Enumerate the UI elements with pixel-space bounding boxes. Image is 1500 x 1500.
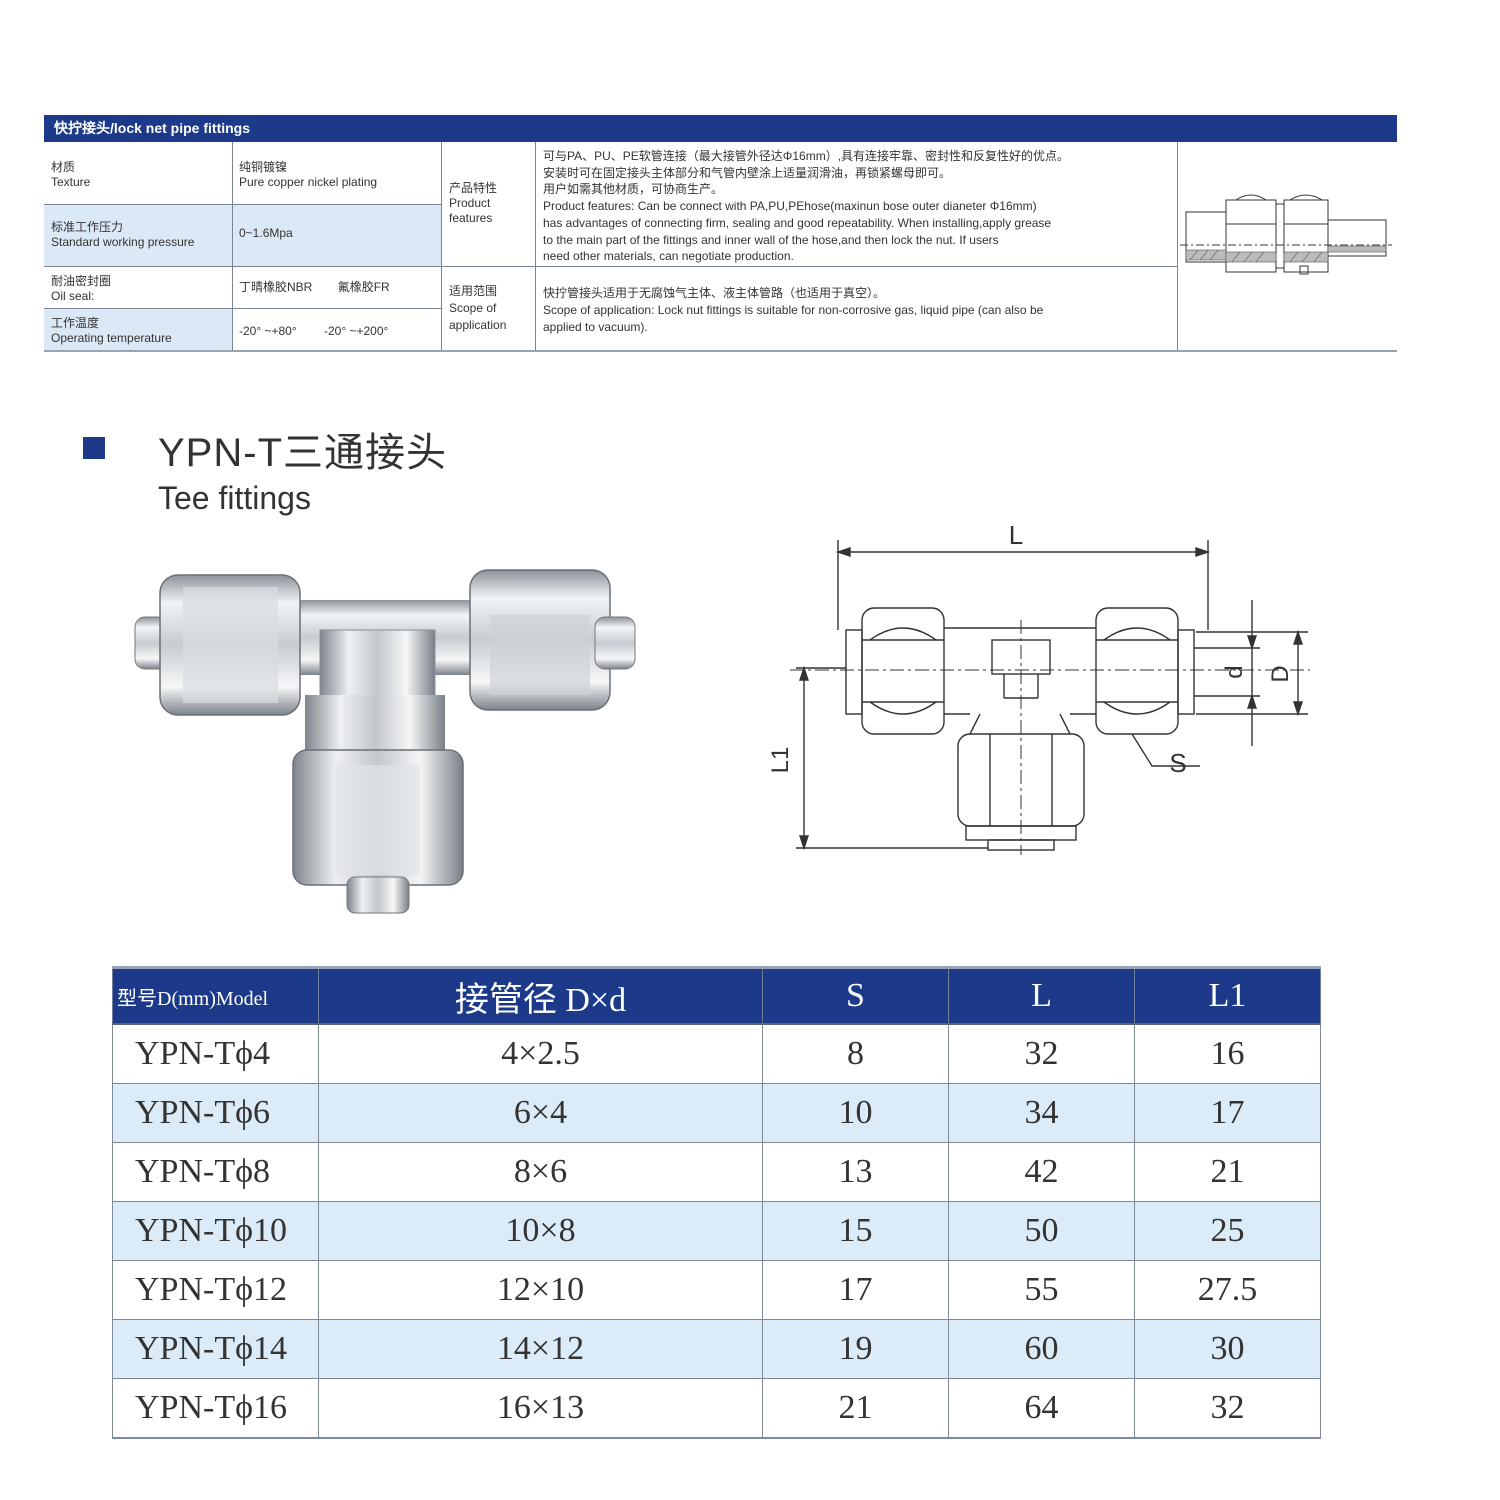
temperature-value: -20° ~+80° -20° ~+200° xyxy=(232,308,441,350)
table-header-row: 型号D(mm)Model 接管径 D×d S L L1 xyxy=(112,966,1321,1025)
table-row: YPN-Tϕ6 6×4 10 34 17 xyxy=(112,1083,1321,1143)
col-header-dxd: 接管径 D×d xyxy=(318,966,763,1025)
table-row: YPN-Tϕ12 12×10 17 55 27.5 xyxy=(112,1260,1321,1320)
pressure-label: 标准工作压力 Standard working pressure xyxy=(44,204,232,266)
dxd-cell: 14×12 xyxy=(318,1319,763,1379)
dxd-cell: 4×2.5 xyxy=(318,1023,763,1084)
spec-table: 材质 Texture 纯铜镀镍 Pure copper nickel plati… xyxy=(44,142,1397,352)
model-cell: YPN-Tϕ12 xyxy=(112,1260,319,1320)
s-cell: 10 xyxy=(762,1083,949,1143)
scope-label: 适用范围 Scope of application xyxy=(449,284,507,332)
s-cell: 19 xyxy=(762,1319,949,1379)
l-cell: 60 xyxy=(948,1319,1135,1379)
l1-cell: 16 xyxy=(1134,1023,1321,1084)
dxd-cell: 12×10 xyxy=(318,1260,763,1320)
texture-label: 材质 Texture xyxy=(44,142,232,204)
l1-cell: 27.5 xyxy=(1134,1260,1321,1320)
tee-fitting-photo xyxy=(134,569,636,914)
oil-seal-value: 丁晴橡胶NBR 氟橡胶FR xyxy=(232,266,441,308)
dxd-cell: 6×4 xyxy=(318,1083,763,1143)
table-row: YPN-Tϕ14 14×12 19 60 30 xyxy=(112,1319,1321,1379)
l1-cell: 17 xyxy=(1134,1083,1321,1143)
pressure-value: 0~1.6Mpa xyxy=(232,204,441,266)
col-header-model: 型号D(mm)Model xyxy=(112,966,319,1025)
model-cell: YPN-Tϕ10 xyxy=(112,1201,319,1261)
model-cell: YPN-Tϕ4 xyxy=(112,1023,319,1084)
l-cell: 42 xyxy=(948,1142,1135,1202)
s-cell: 17 xyxy=(762,1260,949,1320)
page-title: YPN-T三通接头 xyxy=(158,431,447,475)
model-cell: YPN-Tϕ6 xyxy=(112,1083,319,1143)
spec-data-table: 型号D(mm)Model 接管径 D×d S L L1 YPN-Tϕ4 4×2.… xyxy=(112,966,1321,1439)
l1-cell: 32 xyxy=(1134,1378,1321,1439)
table-row: YPN-Tϕ10 10×8 15 50 25 xyxy=(112,1201,1321,1261)
l-cell: 32 xyxy=(948,1023,1135,1084)
dimension-drawing: L L1 d D S xyxy=(767,520,1310,855)
model-cell: YPN-Tϕ8 xyxy=(112,1142,319,1202)
spec-header-bar: 快拧接头/lock net pipe fittings xyxy=(44,115,1397,142)
s-cell: 13 xyxy=(762,1142,949,1202)
table-row: YPN-Tϕ4 4×2.5 8 32 16 xyxy=(112,1023,1321,1084)
dxd-cell: 10×8 xyxy=(318,1201,763,1261)
l-cell: 34 xyxy=(948,1083,1135,1143)
l1-cell: 30 xyxy=(1134,1319,1321,1379)
texture-value: 纯铜镀镍 Pure copper nickel plating xyxy=(232,142,441,204)
dim-label-L: L xyxy=(1009,520,1023,550)
dxd-cell: 16×13 xyxy=(318,1378,763,1439)
model-cell: YPN-Tϕ14 xyxy=(112,1319,319,1379)
lock-nut-section-drawing xyxy=(1180,194,1392,275)
dim-label-D: D xyxy=(1267,665,1294,682)
model-cell: YPN-Tϕ16 xyxy=(112,1378,319,1439)
s-cell: 21 xyxy=(762,1378,949,1439)
dim-label-S: S xyxy=(1169,748,1186,778)
temperature-label: 工作温度 Operating temperature xyxy=(44,308,232,350)
oil-seal-label: 耐油密封圈 Oil seal: xyxy=(44,266,232,308)
features-text: 可与PA、PU、PE软管连接（最大接管外径达Φ16mm）,具有连接牢靠、密封性和… xyxy=(543,149,1070,264)
scope-text: 快拧管接头适用于无腐蚀气主体、液主体管路（也适用于真空）。 Scope of a… xyxy=(543,286,1044,334)
s-cell: 8 xyxy=(762,1023,949,1084)
page-subtitle: Tee fittings xyxy=(158,480,311,516)
dim-label-d: d xyxy=(1221,665,1248,678)
col-header-l1: L1 xyxy=(1134,966,1321,1025)
title-bullet xyxy=(83,437,105,459)
l1-cell: 25 xyxy=(1134,1201,1321,1261)
s-cell: 15 xyxy=(762,1201,949,1261)
dxd-cell: 8×6 xyxy=(318,1142,763,1202)
l-cell: 55 xyxy=(948,1260,1135,1320)
col-header-l: L xyxy=(948,966,1135,1025)
col-header-s: S xyxy=(762,966,949,1025)
table-row: YPN-Tϕ16 16×13 21 64 32 xyxy=(112,1378,1321,1439)
l1-cell: 21 xyxy=(1134,1142,1321,1202)
dim-label-L1: L1 xyxy=(767,747,794,774)
l-cell: 50 xyxy=(948,1201,1135,1261)
table-row: YPN-Tϕ8 8×6 13 42 21 xyxy=(112,1142,1321,1202)
features-label: 产品特性 Product features xyxy=(449,181,498,225)
l-cell: 64 xyxy=(948,1378,1135,1439)
